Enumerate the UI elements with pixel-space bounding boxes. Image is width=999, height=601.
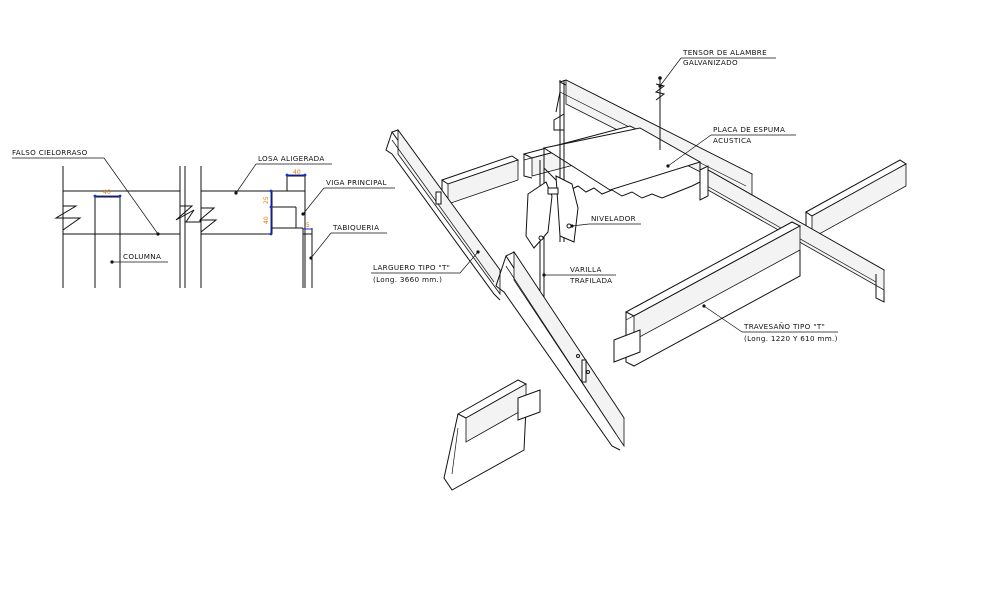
label-varilla-1: VARILLA — [570, 265, 602, 274]
label-tabiqueria: TABIQUERIA — [332, 223, 379, 232]
label-varilla-2: TRAFILADA — [569, 276, 612, 285]
label-viga-principal: VIGA PRINCIPAL — [326, 178, 387, 187]
label-larguero-1: LARGUERO TIPO "T" — [373, 263, 450, 272]
isometric-labels: TENSOR DE ALAMBRE GALVANIZADO PLACA DE E… — [371, 48, 838, 343]
dim-top-right: 40 — [293, 169, 301, 176]
label-placa-2: ACUSTICA — [713, 136, 751, 145]
label-tensor-2: GALVANIZADO — [683, 58, 738, 67]
dim-height-upper: 25 — [263, 196, 270, 204]
label-larguero-2: (Long. 3660 mm.) — [373, 275, 442, 284]
label-tensor-1: TENSOR DE ALAMBRE — [682, 48, 767, 57]
dim-small-right: 5 — [306, 222, 310, 229]
label-losa-aligerada: LOSA ALIGERADA — [258, 154, 325, 163]
label-placa-1: PLACA DE ESPUMA — [713, 125, 785, 134]
dim-height-lower: 40 — [263, 216, 270, 224]
section-detail: 40 40 25 40 5 FALSO CIELORRASO LOSA ALIG… — [12, 148, 395, 288]
label-travesano-1: TRAVESAÑO TIPO "T" — [743, 322, 825, 331]
dim-top-left: 40 — [103, 189, 111, 196]
label-columna: COLUMNA — [123, 252, 161, 261]
isometric-grid — [385, 76, 907, 491]
label-travesano-2: (Long. 1220 Y 610 mm.) — [744, 334, 838, 343]
label-nivelador: NIVELADOR — [591, 214, 636, 223]
label-falso-cielorraso: FALSO CIELORRASO — [12, 148, 88, 157]
